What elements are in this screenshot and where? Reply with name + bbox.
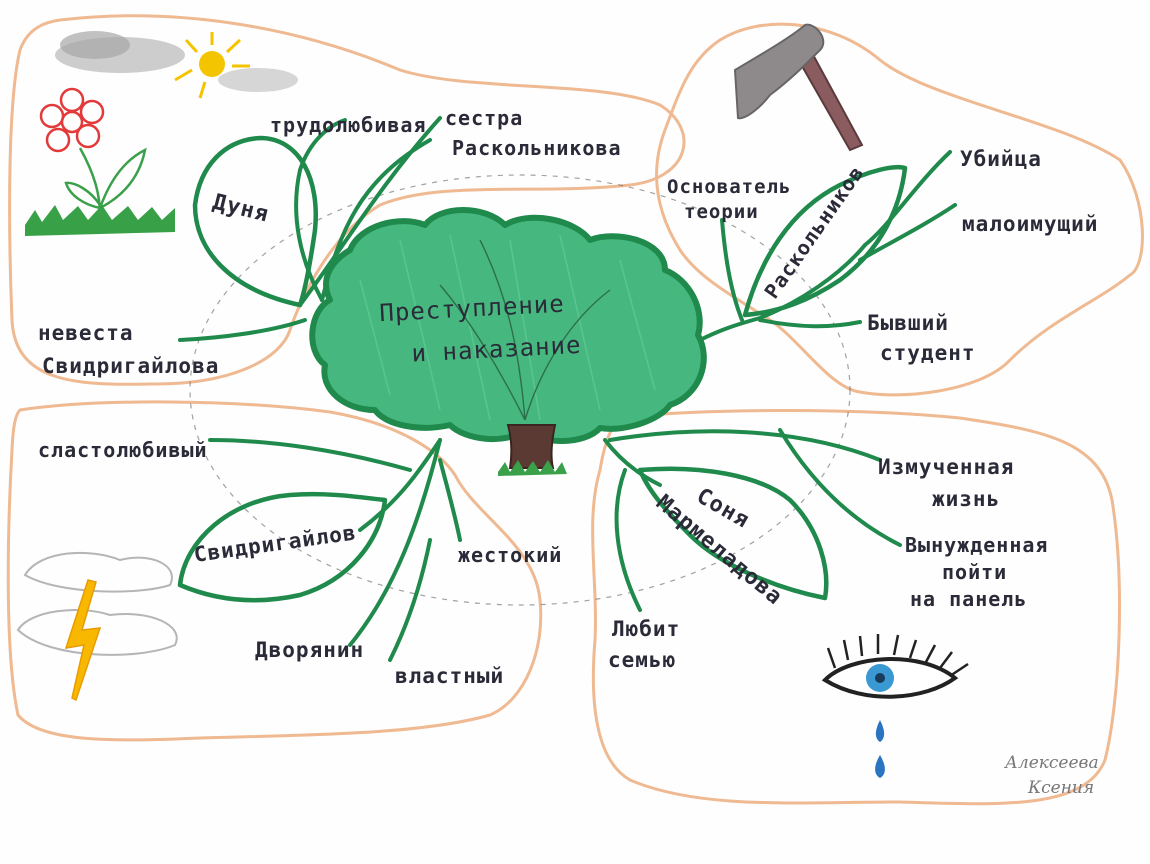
label-ubiytsa: Убийца <box>960 147 1042 171</box>
label-lyubit-line1: Любит <box>612 617 680 641</box>
branch-sladostrastny <box>210 440 410 470</box>
branch-maloimushchiy <box>860 205 955 260</box>
signature-line1: Алексеева <box>1004 753 1099 773</box>
label-izmuchennaya-line1: Измученная <box>878 455 1014 479</box>
label-vynuzhdennaya-line3: на панель <box>910 587 1027 611</box>
leaf-sonya <box>640 469 826 598</box>
label-sestra-line1: сестра <box>445 106 523 130</box>
tree-grass <box>498 460 567 476</box>
axe-icon <box>735 25 862 150</box>
label-trudolyubivaya: трудолюбивая <box>270 113 427 137</box>
lightning-icon <box>66 580 100 700</box>
label-nevesta-line2: Свидригайлова <box>42 354 219 378</box>
branch-dvoryanin <box>350 440 440 645</box>
branch-vlastny <box>390 540 430 660</box>
crying-eye-icon <box>825 634 968 778</box>
branch-ubiytsa <box>865 152 950 245</box>
label-izmuchennaya-line2: жизнь <box>932 487 1000 511</box>
storm-cloud-icon <box>18 553 177 655</box>
branch-zhestokiy <box>440 460 460 540</box>
grass-icon <box>25 205 175 236</box>
label-byvshiy-line2: студент <box>880 341 976 365</box>
branch-lyubit <box>617 470 640 610</box>
branch-osnovatel <box>722 220 742 320</box>
label-vynuzhdennaya-line2: пойти <box>942 560 1007 584</box>
label-osnovatel-line1: Основатель <box>667 176 791 198</box>
label-osnovatel-line2: теории <box>684 201 759 223</box>
label-sladostrastny: сластолюбивый <box>38 438 208 462</box>
flower-icon <box>41 89 145 215</box>
leaf-label-dunya: Дуня <box>210 190 271 228</box>
label-nevesta-line1: невеста <box>38 321 134 345</box>
label-zhestokiy: жестокий <box>458 543 562 567</box>
leaf-label-svidrigailov: Свидригайлов <box>192 520 357 567</box>
label-maloimushchiy: малоимущий <box>962 212 1098 236</box>
branch-sonya <box>605 440 660 485</box>
tear-drop-icon <box>876 720 884 742</box>
label-sestra-line2: Раскольникова <box>452 136 622 160</box>
label-vlastny: властный <box>395 664 504 688</box>
branch-izmuchennaya <box>610 431 880 460</box>
label-byvshiy-line1: Бывший <box>867 311 949 335</box>
signature-line2: Ксения <box>1027 778 1094 798</box>
cloud-sun-icon <box>55 31 298 98</box>
tree-crown <box>312 210 704 441</box>
label-lyubit-line2: семью <box>608 648 676 672</box>
label-vynuzhdennaya-line1: Вынужденная <box>905 533 1048 557</box>
tear-drop-icon <box>875 755 885 778</box>
label-dvoryanin: Дворянин <box>255 638 364 662</box>
